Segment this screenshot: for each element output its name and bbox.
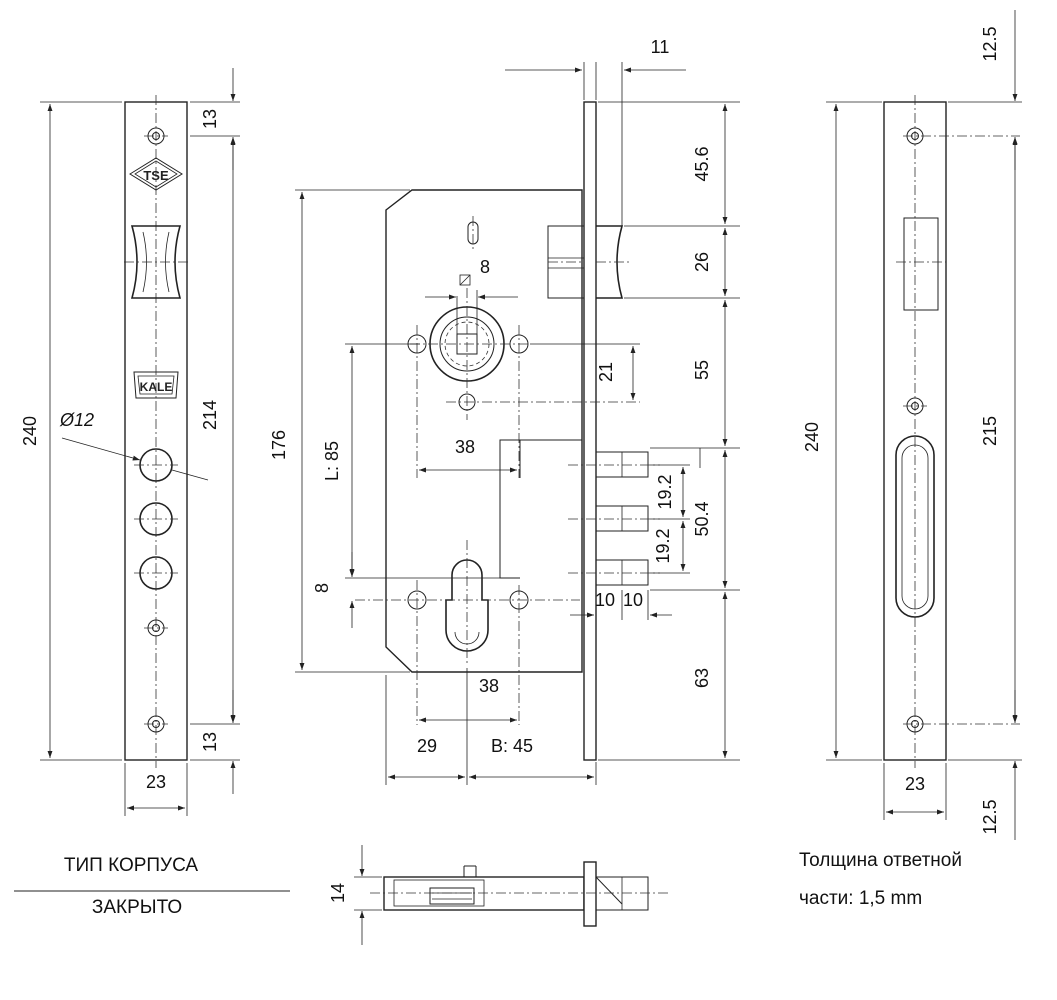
latch-offset-label: 45.6 [692,146,712,181]
follower-offset-label: 21 [596,362,616,382]
kale-logo-icon: KALE [133,371,179,399]
latch-bolt [547,225,630,299]
bolt-pitch-2-label: 19.2 [653,528,673,563]
hole-diameter-label: Ø12 [59,410,94,430]
front-plate-width-label: 11 [651,37,670,57]
faceplate-hole-span-label: 214 [200,400,220,430]
bottom-offset-label: 63 [692,668,712,688]
side-view: 14 [328,845,668,945]
deadbolts [568,451,660,586]
backset-label: B: 45 [491,736,533,756]
spindle-square-label: 8 [480,257,490,277]
cylinder-offset-label: 8 [312,583,332,593]
latch-window [903,217,939,311]
lock-body: 11 8 [269,37,740,785]
left-faceplate: TSE KALE [20,68,240,816]
faceplate-top-offset-label: 13 [200,109,220,129]
faceplate-height-label: 240 [20,416,40,446]
strike-width-label: 23 [905,774,925,794]
bolt-projection-1-label: 10 [595,590,615,610]
centre-distance-label: L: 85 [322,441,342,481]
faceplate-bottom-offset-label: 13 [200,732,220,752]
body-height-label: 176 [269,430,289,460]
tse-logo-text: TSE [143,168,169,183]
bolt-pitch-1-label: 19.2 [655,474,675,509]
strike-thickness-caption: Толщина ответной [799,850,962,871]
strike-top-offset-label: 12.5 [980,26,1000,61]
cylinder-hole-span-label: 38 [479,676,499,696]
captions: ТИП КОРПУСА ЗАКРЫТО Толщина ответной час… [14,850,962,918]
body-type-value: ЗАКРЫТО [92,897,182,918]
strike-thickness-value: части: 1,5 mm [799,888,922,909]
screw-hole-bottom [144,715,168,733]
backset-left-label: 29 [417,736,437,756]
cylinder-cutout [445,540,489,665]
screw-hole-top [144,127,168,145]
square-symbol-icon [459,274,471,286]
strike-bottom-offset-label: 12.5 [980,799,1000,834]
bolt-holes [134,448,178,590]
latch-to-follower-label: 55 [692,360,712,380]
latch-height-label: 26 [692,252,712,272]
strike-plate: 240 12.5 215 12.5 23 [802,10,1022,840]
bolt-slot [895,435,935,618]
body-type-caption: ТИП КОРПУСА [64,855,199,876]
bolt-total-label: 50.4 [692,501,712,536]
tse-logo-icon: TSE [129,157,183,191]
lock-front-plate [583,101,597,761]
strike-height-label: 240 [802,422,822,452]
strike-hole-span-label: 215 [980,416,1000,446]
latch-opening [124,225,188,299]
lock-case-outline [385,189,583,673]
bolt-projection-2-label: 10 [623,590,643,610]
faceplate-width-label: 23 [146,772,166,792]
screw-hole-middle [144,619,168,637]
follower-hole-span-label: 38 [455,437,475,457]
kale-logo-text: KALE [140,380,173,394]
side-thickness-label: 14 [328,883,348,903]
